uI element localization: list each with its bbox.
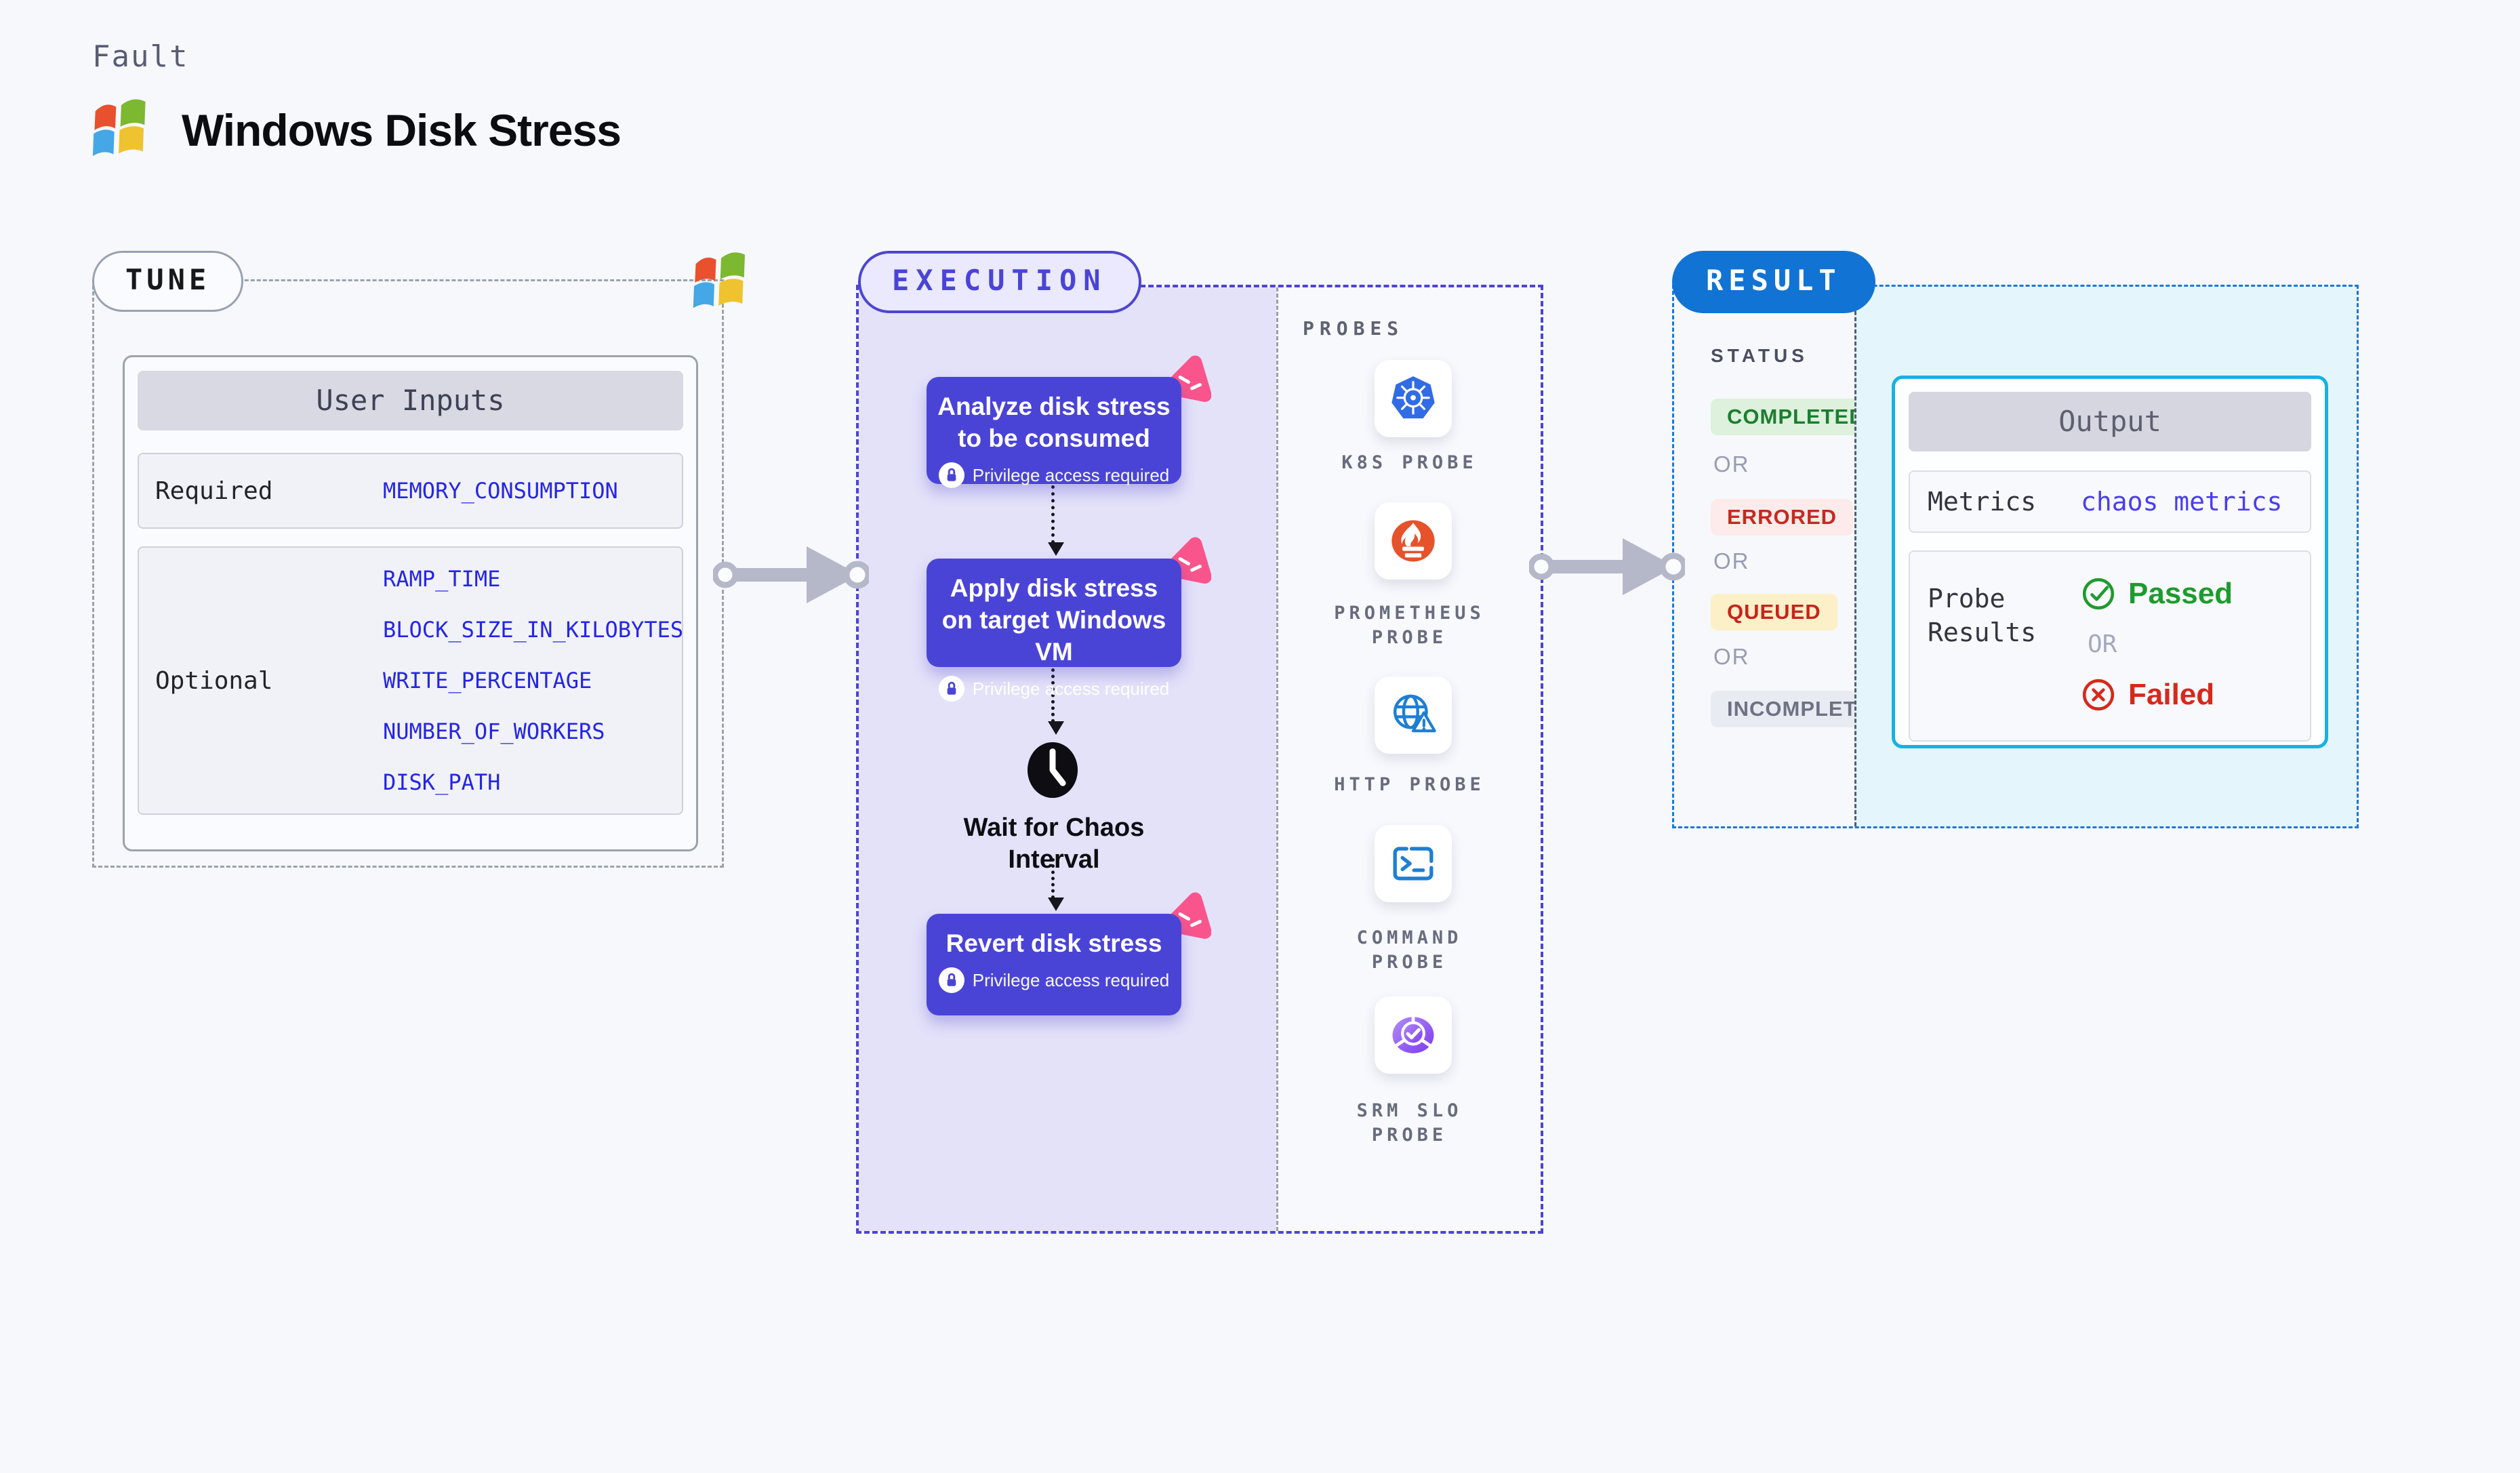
page-title: Windows Disk Stress — [182, 105, 622, 155]
flow-connector — [1048, 668, 1064, 735]
step-title: Analyze disk stress to be consumed — [937, 392, 1171, 452]
probe-label: COMMAND PROBE — [1356, 927, 1463, 973]
flow-arrow-icon — [713, 546, 869, 603]
output-title: Output — [1909, 392, 2311, 451]
failed-label: Failed — [2128, 678, 2215, 711]
or-label: OR — [1713, 451, 1750, 477]
or-label: OR — [1713, 548, 1750, 573]
execution-pill: EXECUTION — [858, 251, 1141, 313]
probe-card-http — [1375, 677, 1452, 754]
probe-label: K8S PROBE — [1341, 452, 1478, 473]
wait-interval-label: Wait for Chaos Interval — [963, 813, 1145, 874]
status-heading: STATUS — [1711, 345, 1808, 366]
output-card: Output Metrics chaos metrics Probe Resul… — [1892, 376, 2328, 748]
probes-panel: PROBES K8S PROBE — [1276, 287, 1541, 1231]
title-row: Windows Disk Stress — [87, 92, 622, 168]
metrics-label: Metrics — [1928, 487, 2037, 517]
env-var: NUMBER_OF_WORKERS — [383, 719, 605, 744]
lock-icon — [938, 462, 964, 488]
prometheus-icon — [1391, 520, 1435, 562]
required-label: Required — [155, 477, 273, 505]
probe-card-srm-slo — [1375, 996, 1452, 1074]
execution-flow-area: Analyze disk stress to be consumed Privi… — [859, 287, 1276, 1231]
status-badge-errored: ERRORED — [1711, 499, 1854, 536]
step-node-analyze: Analyze disk stress to be consumed Privi… — [927, 377, 1181, 488]
probe-card-command — [1375, 825, 1452, 902]
env-var: DISK_PATH — [383, 769, 501, 795]
privilege-badge: Privilege access required — [972, 464, 1170, 485]
clock-icon — [1027, 742, 1078, 799]
step-node-apply: Apply disk stress on target Windows VM P… — [927, 559, 1181, 702]
required-row: Required MEMORY_CONSUMPTION — [138, 453, 683, 529]
execution-section: Analyze disk stress to be consumed Privi… — [856, 285, 1543, 1234]
slo-donut-icon — [1392, 1017, 1434, 1053]
probe-card-k8s — [1375, 360, 1452, 437]
probe-card-prometheus — [1375, 502, 1452, 580]
result-section: STATUS COMPLETED OR ERRORED OR QUEUED OR… — [1672, 285, 2359, 828]
env-var: BLOCK_SIZE_IN_KILOBYTES — [383, 617, 684, 643]
env-var: RAMP_TIME — [383, 566, 501, 592]
optional-label: Optional — [155, 666, 273, 695]
kubernetes-icon — [1391, 376, 1435, 419]
terminal-icon — [1393, 847, 1434, 881]
metrics-value: chaos metrics — [2081, 487, 2283, 517]
probes-heading: PROBES — [1303, 317, 1404, 340]
probe-results-row: Probe Results Passed OR — [1909, 550, 2311, 742]
probe-results-label: Probe Results — [1928, 584, 2037, 647]
flow-connector — [1048, 858, 1064, 911]
env-var: WRITE_PERCENTAGE — [383, 668, 592, 693]
flow-arrow-icon — [1529, 538, 1685, 595]
step-title: Apply disk stress on target Windows VM — [941, 574, 1166, 666]
windows-logo-icon — [92, 99, 146, 157]
metrics-row: Metrics chaos metrics — [1909, 470, 2311, 533]
windows-logo-icon — [693, 252, 745, 308]
fault-kicker: Fault — [92, 39, 189, 74]
or-label: OR — [1713, 644, 1750, 669]
globe-alert-icon — [1393, 694, 1436, 733]
passed-label: Passed — [2128, 577, 2233, 610]
env-var: MEMORY_CONSUMPTION — [383, 478, 618, 504]
user-inputs-title: User Inputs — [138, 371, 683, 430]
step-node-revert: Revert disk stress Privilege access requ… — [927, 914, 1181, 1015]
privilege-badge: Privilege access required — [972, 969, 1170, 990]
user-inputs-card: User Inputs Required MEMORY_CONSUMPTION … — [123, 355, 698, 851]
status-column: STATUS COMPLETED OR ERRORED OR QUEUED OR… — [1674, 287, 1904, 826]
check-circle-icon — [2082, 578, 2115, 610]
probe-label: SRM SLO PROBE — [1356, 1100, 1463, 1146]
x-circle-icon — [2082, 679, 2115, 711]
probe-label: PROMETHEUS PROBE — [1334, 603, 1485, 648]
step-title: Revert disk stress — [946, 929, 1162, 957]
optional-row: Optional RAMP_TIME BLOCK_SIZE_IN_KILOBYT… — [138, 546, 683, 815]
or-label: OR — [2088, 630, 2117, 658]
lock-icon — [938, 967, 964, 993]
lock-icon — [938, 676, 964, 702]
result-pill: RESULT — [1672, 251, 1875, 313]
tune-pill: TUNE — [92, 251, 244, 312]
privilege-badge: Privilege access required — [972, 678, 1170, 699]
flow-connector — [1048, 485, 1064, 556]
probe-label: HTTP PROBE — [1334, 774, 1485, 795]
status-badge-completed: COMPLETED — [1711, 399, 1882, 435]
status-badge-queued: QUEUED — [1711, 594, 1837, 630]
